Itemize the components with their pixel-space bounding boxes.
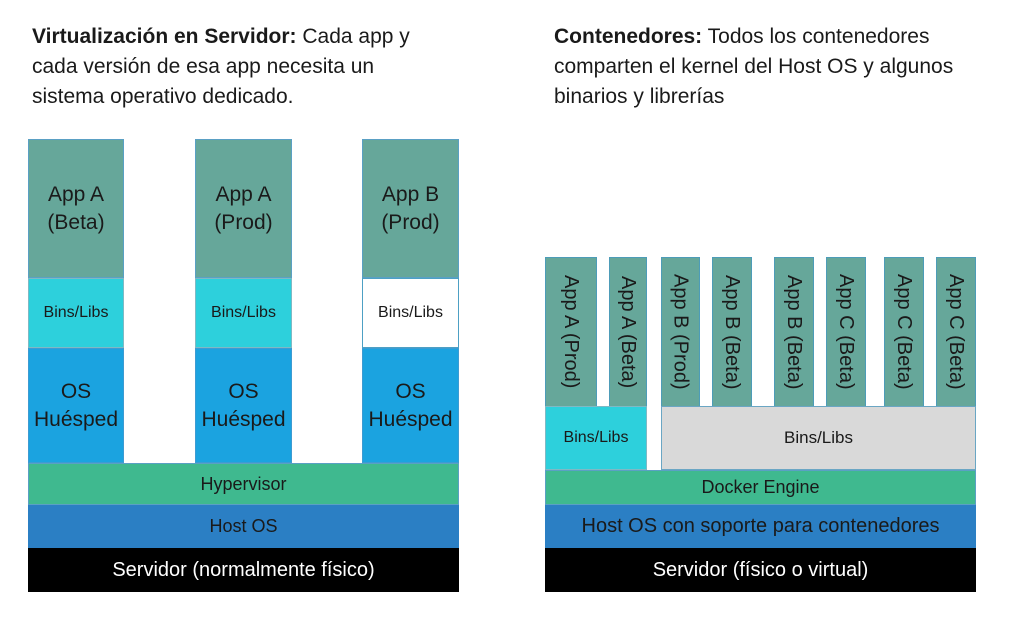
container-app-label-1: App A (Prod) — [560, 275, 582, 389]
container-bins-small-label: Bins/Libs — [563, 429, 629, 446]
docker-engine: Docker Engine — [545, 470, 976, 505]
vm-hypervisor: Hypervisor — [28, 463, 459, 505]
container-app-3: App B (Prod) — [661, 257, 700, 407]
container-app-label-8: App C (Beta) — [945, 274, 967, 390]
container-app-label-6: App C (Beta) — [835, 274, 857, 390]
vm-bins-label-1: Bins/Libs — [43, 304, 109, 321]
vm-guest-os-line2-1: Huésped — [33, 407, 119, 431]
container-server-label: Servidor (físico o virtual) — [652, 558, 869, 581]
vm-guest-os-line2-2: Huésped — [201, 407, 286, 431]
vm-app-name-1: App A — [47, 182, 105, 206]
container-bins-small: Bins/Libs — [545, 406, 647, 470]
container-host-os: Host OS con soporte para contenedores — [545, 505, 976, 548]
right-caption-text: Todos los contenedores comparten el kern… — [554, 25, 954, 108]
vm-app-version-2: (Prod) — [214, 210, 273, 234]
vm-guest-os-line1-1: OS — [60, 379, 92, 403]
vm-guest-os-1: OS Huésped — [28, 348, 124, 463]
left-caption-title: Virtualización en Servidor: — [32, 25, 297, 48]
container-app-label-5: App B (Beta) — [783, 274, 805, 390]
vm-app-box-1: App A (Beta) — [28, 139, 124, 278]
container-server: Servidor (físico o virtual) — [545, 548, 976, 592]
vm-guest-os-2: OS Huésped — [195, 348, 292, 463]
vm-bins-label-2: Bins/Libs — [211, 304, 276, 321]
container-app-1: App A (Prod) — [545, 257, 597, 407]
container-app-5: App B (Beta) — [774, 257, 814, 407]
vm-bins-label-3: Bins/Libs — [378, 304, 443, 321]
container-app-7: App C (Beta) — [884, 257, 924, 407]
vm-bins-1: Bins/Libs — [28, 278, 124, 348]
vm-guest-os-line1-3: OS — [395, 379, 426, 403]
vm-app-box-2: App A (Prod) — [195, 139, 292, 278]
container-bins-large: Bins/Libs — [661, 406, 976, 470]
vm-app-name-3: App B — [381, 182, 440, 206]
vm-bins-3: Bins/Libs — [362, 278, 459, 348]
vm-guest-os-3: OS Huésped — [362, 348, 459, 463]
docker-engine-label: Docker Engine — [701, 477, 820, 497]
vm-bins-2: Bins/Libs — [195, 278, 292, 348]
container-app-label-7: App C (Beta) — [893, 274, 915, 390]
container-app-label-2: App A (Beta) — [617, 275, 639, 389]
container-app-label-4: App B (Beta) — [721, 274, 743, 390]
container-app-2: App A (Beta) — [609, 257, 647, 407]
container-app-8: App C (Beta) — [936, 257, 976, 407]
left-caption-text: Cada app y cada versión de esa app neces… — [32, 25, 410, 108]
container-app-label-3: App B (Prod) — [669, 274, 692, 390]
vm-app-name-2: App A — [215, 182, 272, 206]
left-caption: Virtualización en Servidor: Cada app y c… — [32, 22, 442, 112]
vm-guest-os-line2-3: Huésped — [368, 407, 453, 431]
container-host-os-label: Host OS con soporte para contenedores — [581, 515, 940, 537]
right-caption-title: Contenedores: — [554, 25, 703, 48]
container-bins-large-label: Bins/Libs — [784, 428, 853, 447]
right-caption: Contenedores: Todos los contenedores com… — [554, 22, 994, 112]
vm-server: Servidor (normalmente físico) — [28, 548, 459, 592]
container-app-6: App C (Beta) — [826, 257, 866, 407]
container-app-4: App B (Beta) — [712, 257, 752, 407]
vm-app-version-3: (Prod) — [381, 210, 440, 234]
vm-app-version-1: (Beta) — [47, 210, 105, 234]
vm-server-label: Servidor (normalmente físico) — [112, 558, 375, 581]
vm-hypervisor-label: Hypervisor — [200, 473, 287, 494]
vm-app-box-3: App B (Prod) — [362, 139, 459, 278]
vm-host-os-label: Host OS — [209, 516, 278, 536]
vm-guest-os-line1-2: OS — [228, 379, 259, 403]
vm-host-os: Host OS — [28, 505, 459, 548]
